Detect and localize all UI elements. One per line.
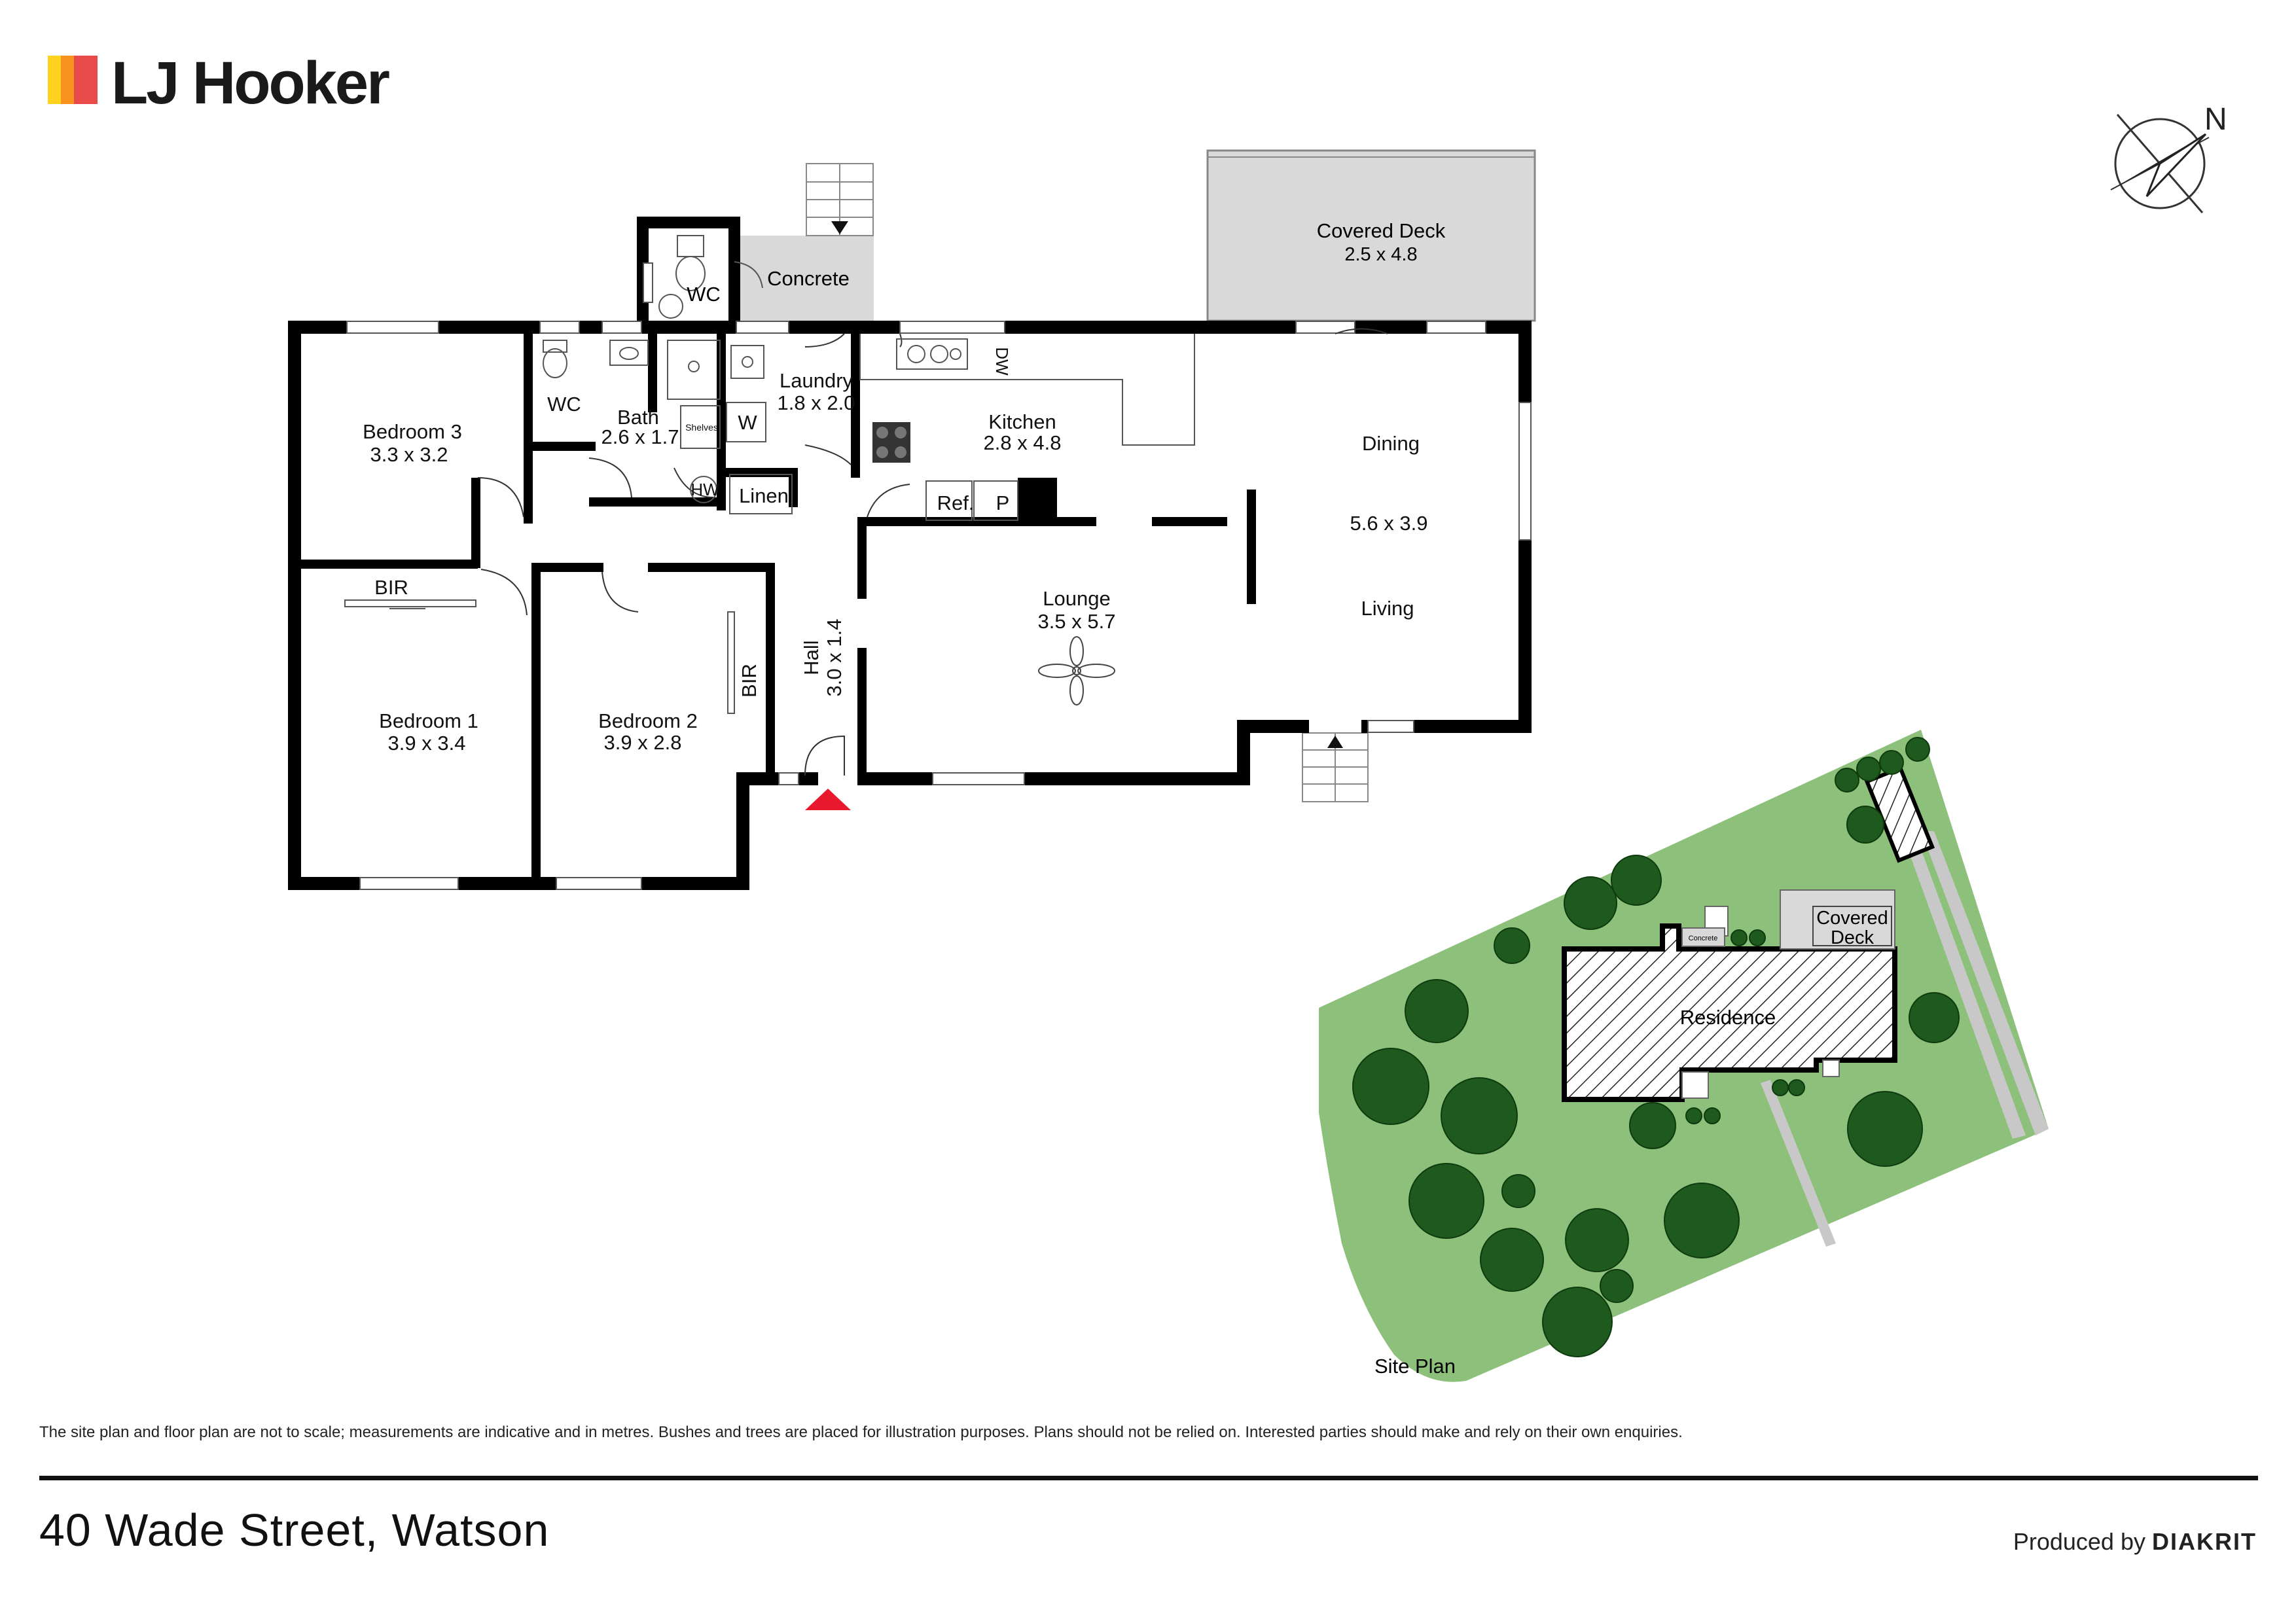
- site-plan-title: Site Plan: [1374, 1355, 1456, 1378]
- washer-label: W: [738, 411, 757, 434]
- site-residence: [1562, 923, 1897, 1102]
- hall-label: Hall: [800, 640, 823, 675]
- bir2-label: BIR: [738, 664, 761, 698]
- bath-label: Bath: [617, 406, 659, 429]
- bir1-label: BIR: [374, 576, 408, 599]
- produced-by-label: Produced by: [2013, 1528, 2145, 1555]
- tree-icon: [1565, 1208, 1629, 1272]
- bedroom1-label: Bedroom 1: [379, 709, 478, 732]
- bedroom3-size: 3.3 x 3.2: [370, 443, 448, 466]
- covered-deck-area: Covered Deck 2.5 x 4.8: [1206, 149, 1536, 322]
- tree-icon: [1352, 1048, 1429, 1125]
- tree-icon: [1494, 927, 1530, 964]
- tree-icon: [1909, 992, 1960, 1043]
- producer-credit: Produced by DIAKRIT: [2013, 1528, 2257, 1556]
- logo-wordmark: LJ Hooker: [111, 50, 389, 116]
- laundry-size: 1.8 x 2.0: [778, 391, 855, 414]
- hw-label: HW: [691, 480, 719, 499]
- dw-label: DW: [992, 347, 1012, 376]
- property-address: 40 Wade Street, Watson: [39, 1505, 550, 1556]
- ref-label: Ref.: [937, 491, 975, 514]
- interior-walls: [301, 334, 1256, 883]
- tree-icon: [1405, 979, 1469, 1043]
- tree-icon: [1501, 1174, 1535, 1208]
- tree-icon: [1629, 1102, 1676, 1149]
- tree-icon: [1835, 768, 1859, 793]
- tree-icon: [1847, 1091, 1923, 1167]
- bedroom3-label: Bedroom 3: [363, 420, 462, 443]
- lounge-size: 3.5 x 5.7: [1038, 610, 1116, 633]
- tree-icon: [1788, 1079, 1805, 1096]
- logo-stripe-orange: [61, 56, 74, 104]
- tree-icon: [1600, 1269, 1634, 1303]
- concrete-area: Concrete: [733, 236, 874, 321]
- bedroom2-label: Bedroom 2: [598, 709, 698, 732]
- tree-icon: [1441, 1077, 1518, 1154]
- tree-icon: [1664, 1183, 1740, 1258]
- lj-hooker-logo: LJ Hooker: [48, 50, 391, 116]
- rear-steps: [806, 163, 874, 236]
- dining-living-size: 5.6 x 3.9: [1350, 512, 1428, 535]
- wc-label: WC: [547, 393, 581, 416]
- concrete-label: Concrete: [767, 267, 850, 290]
- tree-icon: [1846, 806, 1884, 844]
- compass-north-label: N: [2204, 102, 2227, 137]
- north-arrow-icon: N: [2110, 102, 2227, 213]
- front-steps: [1302, 732, 1369, 802]
- tree-icon: [1749, 929, 1766, 946]
- kitchen-label: Kitchen: [988, 410, 1056, 433]
- linen-label: Linen: [739, 484, 789, 507]
- logo-stripe-red: [74, 56, 98, 104]
- hall-size: 3.0 x 1.4: [823, 619, 846, 697]
- fixtures: [389, 334, 1195, 609]
- laundry-label: Laundry: [780, 369, 853, 392]
- ceiling-fan-icon: [1038, 636, 1115, 705]
- room-labels: Bedroom 3 3.3 x 3.2 WC Bath 2.6 x 1.7 Sh…: [363, 347, 1427, 755]
- site-residence-label: Residence: [1680, 1006, 1776, 1029]
- site-trees: [1352, 737, 1960, 1357]
- tree-icon: [1611, 855, 1662, 906]
- bedroom1-size: 3.9 x 3.4: [388, 732, 466, 755]
- tree-icon: [1772, 1079, 1789, 1096]
- tree-icon: [1408, 1163, 1484, 1239]
- bath-size: 2.6 x 1.7: [601, 425, 679, 448]
- disclaimer-text: The site plan and floor plan are not to …: [39, 1423, 1683, 1441]
- tree-icon: [1564, 876, 1617, 930]
- producer-name: DIAKRIT: [2152, 1528, 2257, 1555]
- pantry-label: P: [996, 491, 1010, 514]
- logo-stripe-yellow: [48, 56, 61, 104]
- site-covered-deck-label-2: Deck: [1831, 927, 1874, 948]
- shelves-label: Shelves: [685, 422, 718, 433]
- living-label: Living: [1361, 597, 1414, 620]
- tree-icon: [1480, 1228, 1544, 1292]
- tree-icon: [1685, 1107, 1702, 1124]
- tree-icon: [1542, 1287, 1613, 1357]
- entry-marker-icon: [805, 789, 851, 810]
- bedroom2-size: 3.9 x 2.8: [604, 731, 682, 754]
- lounge-label: Lounge: [1043, 587, 1110, 610]
- tree-icon: [1704, 1107, 1721, 1124]
- covered-deck-size: 2.5 x 4.8: [1344, 244, 1417, 265]
- site-plan: Concrete Covered Deck Residence: [1319, 730, 2049, 1382]
- door-swings: [477, 328, 1388, 776]
- site-covered-deck-label-1: Covered: [1816, 908, 1888, 929]
- kitchen-size: 2.8 x 4.8: [984, 431, 1062, 454]
- outdoor-wc-label: WC: [687, 283, 721, 306]
- dining-label: Dining: [1362, 432, 1420, 455]
- cooktop-icon: [872, 422, 910, 463]
- windows: [344, 262, 1532, 890]
- tree-icon: [1879, 750, 1904, 775]
- tree-icon: [1905, 737, 1930, 762]
- tree-icon: [1856, 757, 1881, 781]
- covered-deck-label: Covered Deck: [1317, 219, 1446, 242]
- footer-divider: [39, 1476, 2258, 1480]
- tree-icon: [1731, 929, 1748, 946]
- site-concrete-label: Concrete: [1689, 935, 1718, 942]
